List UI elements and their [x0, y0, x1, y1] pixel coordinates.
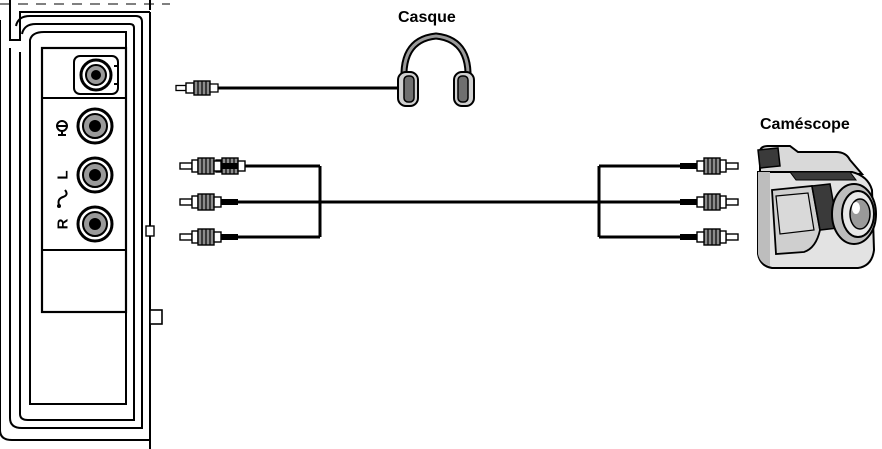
av-cable	[238, 164, 681, 239]
camcorder-icon	[757, 145, 877, 269]
rca-plug-video-right	[680, 157, 739, 175]
rca-plug-video-left	[179, 157, 238, 175]
port-label-left: L	[55, 170, 72, 179]
rca-plug-audio-left-right	[680, 193, 739, 211]
video-jack	[76, 107, 114, 145]
camcorder-label: Caméscope	[760, 116, 850, 133]
headphone-jack	[73, 55, 119, 95]
audio-symbol-icon	[57, 189, 68, 208]
audio-left-jack	[76, 156, 114, 194]
headphones-icon	[397, 32, 475, 107]
video-symbol-icon	[56, 120, 68, 136]
headphone-plug-icon	[175, 80, 219, 96]
headphones-label: Casque	[398, 9, 456, 26]
rca-plug-audio-right-left	[179, 228, 238, 246]
audio-right-jack	[76, 205, 114, 243]
port-label-right: R	[55, 218, 72, 229]
rca-plug-audio-right-right	[680, 228, 739, 246]
rca-plug-audio-left-left	[179, 193, 238, 211]
headphone-cable	[175, 80, 405, 96]
